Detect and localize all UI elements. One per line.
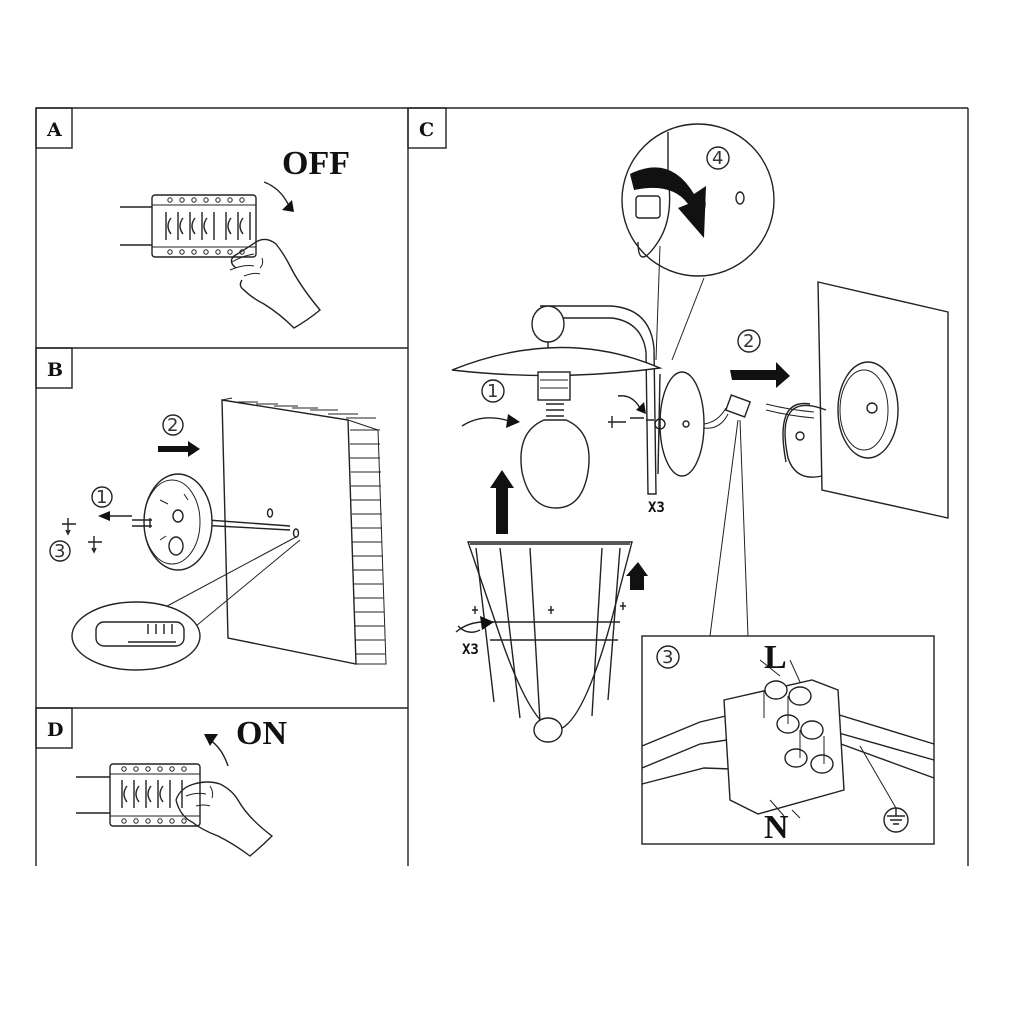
step-1-number: 1	[96, 487, 107, 508]
c-step-4-number: 4	[712, 148, 723, 169]
multiplier-base-screws: X3	[648, 500, 665, 516]
c-step-3-number: 3	[662, 647, 673, 668]
panel-b-label-box	[35, 347, 73, 389]
panel-d-label-box	[35, 707, 73, 749]
panel-c-label-box	[407, 107, 447, 149]
on-label: ON	[236, 715, 287, 752]
c-step-2-number: 2	[743, 331, 754, 352]
c-step-3-marker	[656, 645, 680, 669]
c-step-1-marker	[481, 379, 505, 403]
step-3-marker	[49, 540, 71, 562]
c-step-2-marker	[737, 329, 761, 353]
step-2-marker	[162, 414, 184, 436]
panel-d-label: D	[47, 719, 63, 741]
panel-c-lamp-illustration	[451, 123, 949, 845]
step-3-number: 3	[54, 541, 65, 562]
c-step-4-marker	[706, 146, 730, 170]
wire-label-neutral: N	[764, 809, 789, 846]
panel-d-breaker-illustration	[76, 734, 274, 857]
panel-c-label: C	[419, 119, 434, 141]
multiplier-cage-screws: X3	[462, 642, 479, 658]
panel-a-label: A	[46, 119, 62, 141]
wire-label-live: L	[764, 639, 787, 676]
off-label: OFF	[282, 145, 350, 182]
step-2-number: 2	[167, 415, 178, 436]
panel-b-label: B	[47, 359, 63, 381]
panel-b-wall-illustration	[62, 397, 387, 671]
c-step-1-number: 1	[487, 381, 498, 402]
panel-frames	[35, 107, 969, 866]
step-1-marker	[91, 486, 113, 508]
panel-a-breaker-illustration	[120, 181, 321, 329]
panel-a-label-box	[35, 107, 73, 149]
